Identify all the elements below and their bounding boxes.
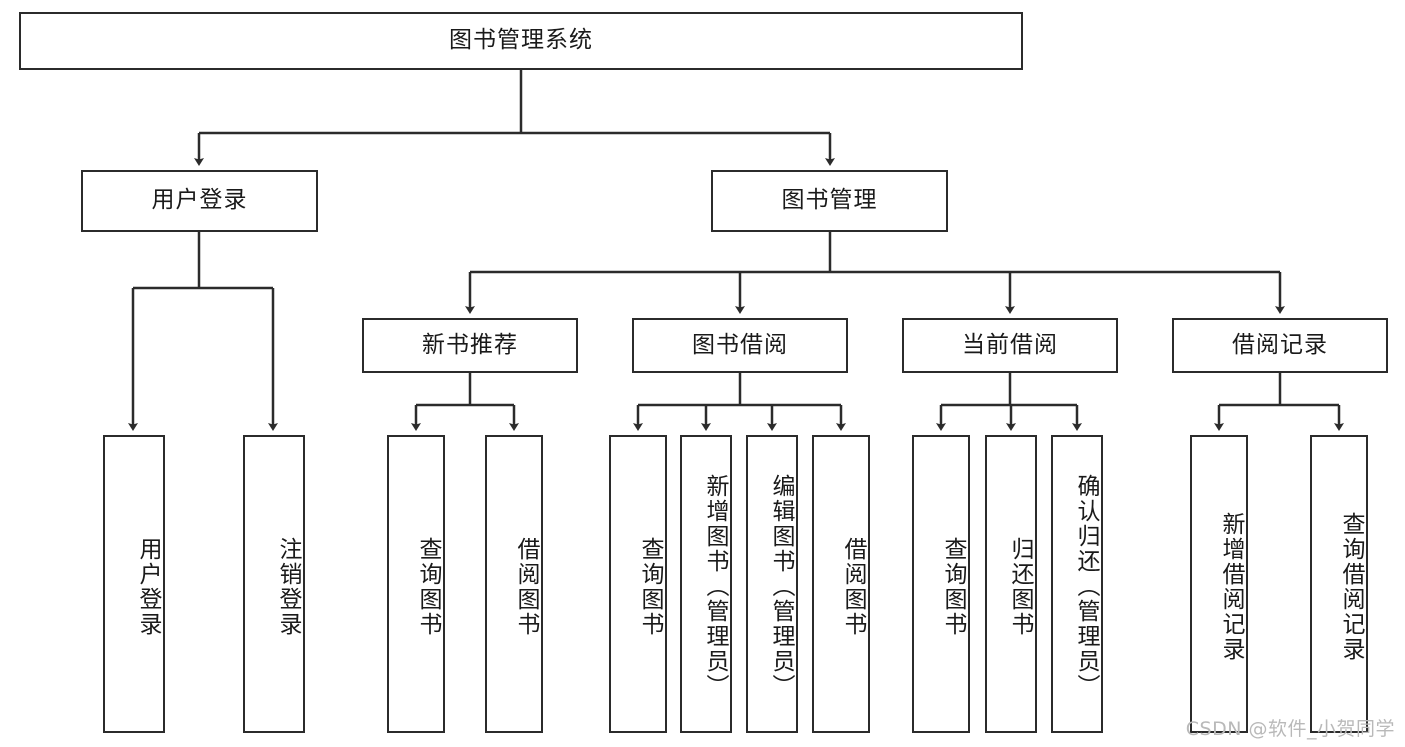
leaf-edit-book-label: 编辑图书（管理员） [768, 473, 794, 699]
leaf-query-record[interactable]: 查询借阅记录 [1310, 435, 1368, 733]
leaf-query-record-label: 查询借阅记录 [1338, 512, 1364, 662]
node-current-borrow[interactable]: 当前借阅 [902, 318, 1118, 373]
leaf-borrow-book-2[interactable]: 借阅图书 [812, 435, 870, 733]
leaf-query-book-3-label: 查询图书 [940, 537, 966, 637]
watermark-text: CSDN @软件_小贺同学 [1185, 718, 1395, 740]
leaf-query-book-2-label: 查询图书 [637, 537, 663, 637]
leaf-add-record[interactable]: 新增借阅记录 [1190, 435, 1248, 733]
node-book-manage[interactable]: 图书管理 [711, 170, 948, 232]
node-new-book-rec-label: 新书推荐 [422, 331, 518, 358]
leaf-confirm-return-label: 确认归还（管理员） [1073, 473, 1099, 699]
leaf-add-book-label: 新增图书（管理员） [702, 473, 728, 699]
node-book-borrow-label: 图书借阅 [692, 331, 788, 358]
leaf-logout-label: 注销登录 [275, 537, 301, 637]
leaf-logout[interactable]: 注销登录 [243, 435, 305, 733]
node-book-borrow[interactable]: 图书借阅 [632, 318, 848, 373]
leaf-query-book-1-label: 查询图书 [415, 537, 441, 637]
node-borrow-record-label: 借阅记录 [1232, 331, 1328, 358]
leaf-query-book-1[interactable]: 查询图书 [387, 435, 445, 733]
node-user-login-label: 用户登录 [151, 187, 248, 214]
leaf-borrow-book-1[interactable]: 借阅图书 [485, 435, 543, 733]
node-book-manage-label: 图书管理 [781, 187, 878, 214]
leaf-query-book-3[interactable]: 查询图书 [912, 435, 970, 733]
node-borrow-record[interactable]: 借阅记录 [1172, 318, 1388, 373]
node-root[interactable]: 图书管理系统 [19, 12, 1023, 70]
leaf-edit-book[interactable]: 编辑图书（管理员） [746, 435, 798, 733]
leaf-add-record-label: 新增借阅记录 [1218, 512, 1244, 662]
leaf-add-book[interactable]: 新增图书（管理员） [680, 435, 732, 733]
leaf-query-book-2[interactable]: 查询图书 [609, 435, 667, 733]
node-user-login[interactable]: 用户登录 [81, 170, 318, 232]
leaf-borrow-book-1-label: 借阅图书 [513, 537, 539, 637]
node-root-label: 图书管理系统 [449, 27, 593, 54]
leaf-user-login[interactable]: 用户登录 [103, 435, 165, 733]
node-current-borrow-label: 当前借阅 [962, 331, 1058, 358]
node-new-book-rec[interactable]: 新书推荐 [362, 318, 578, 373]
leaf-return-book[interactable]: 归还图书 [985, 435, 1037, 733]
leaf-borrow-book-2-label: 借阅图书 [840, 537, 866, 637]
leaf-return-book-label: 归还图书 [1007, 537, 1033, 637]
leaf-confirm-return[interactable]: 确认归还（管理员） [1051, 435, 1103, 733]
leaf-user-login-label: 用户登录 [135, 537, 161, 637]
